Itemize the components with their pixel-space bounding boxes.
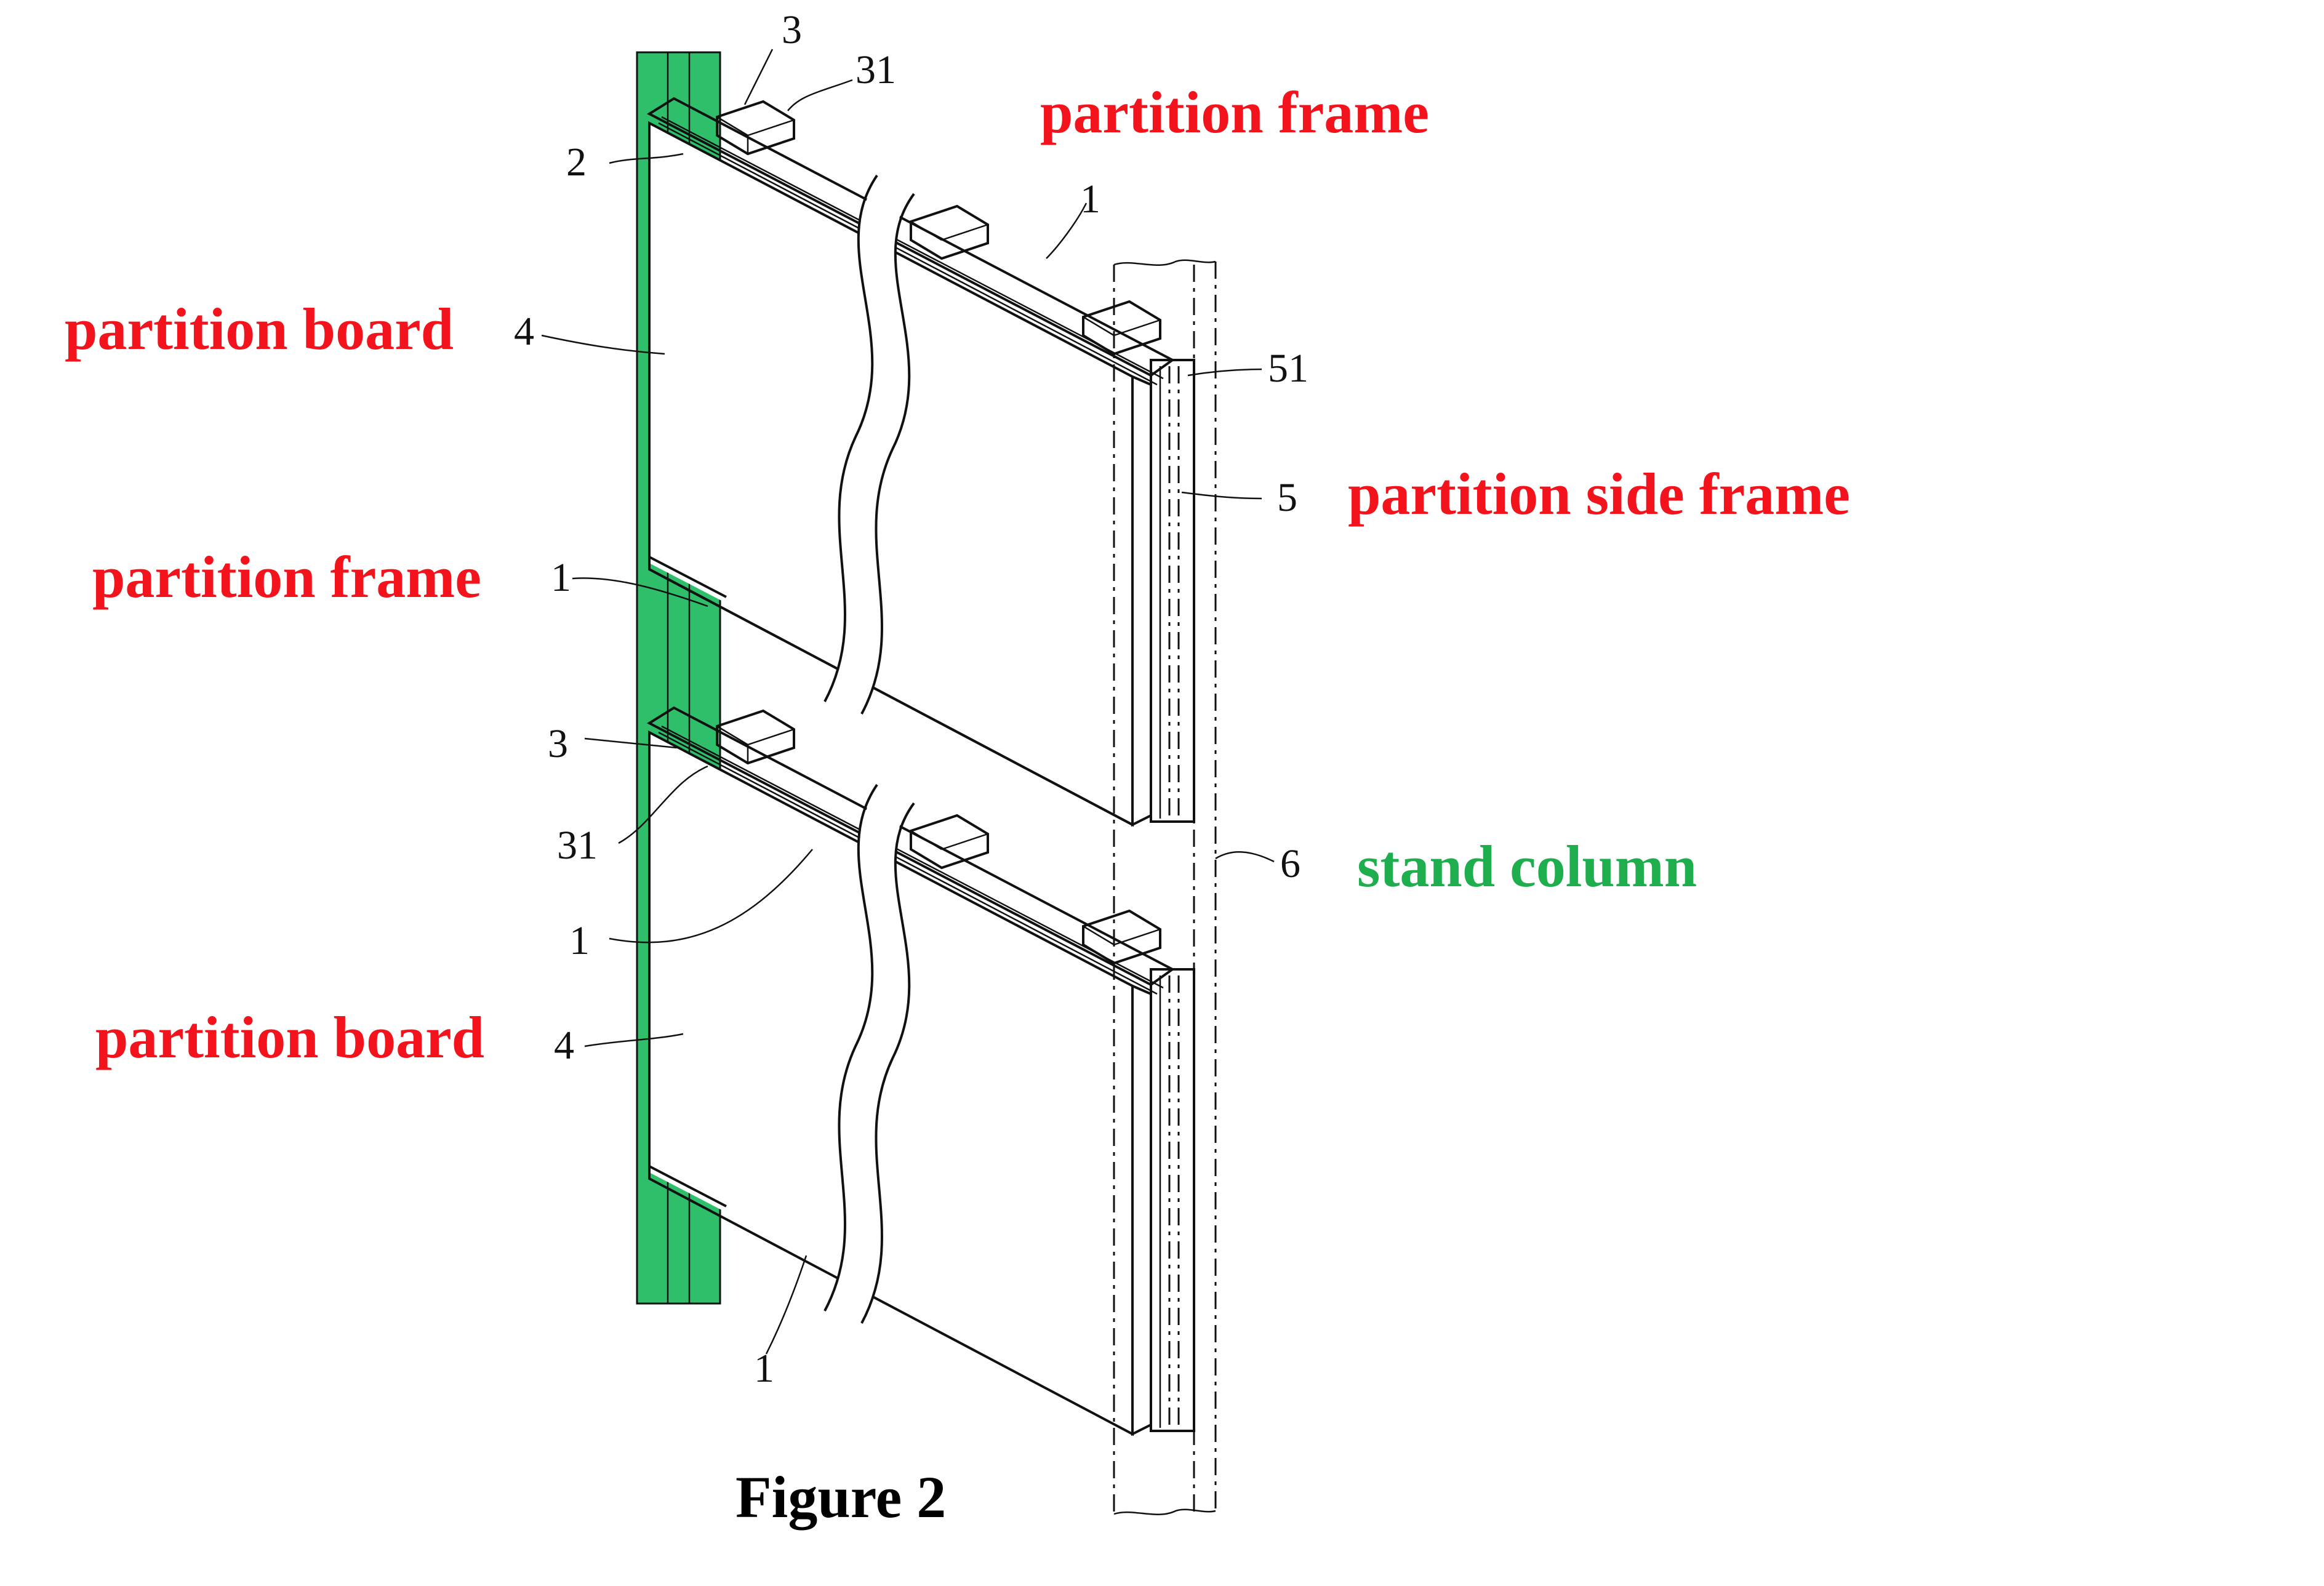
figure-title: Figure 2 <box>735 1464 947 1530</box>
numeral-3-lower: 3 <box>548 721 568 766</box>
numeral-1-lower: 1 <box>569 918 590 963</box>
label-partition-frame-top: partition frame <box>1040 79 1429 145</box>
right-stand-column <box>1113 259 1217 1516</box>
numeral-4-lower: 4 <box>554 1023 574 1068</box>
numeral-3-top: 3 <box>782 7 802 52</box>
partition-side-frame <box>1150 359 1195 1432</box>
numeral-4-upper: 4 <box>514 309 534 354</box>
reference-numerals: 3 31 2 1 4 51 5 1 3 31 1 6 4 1 <box>514 7 1308 1391</box>
label-partition-frame-middle: partition frame <box>92 544 481 610</box>
label-partition-side-frame: partition side frame <box>1348 461 1850 527</box>
left-stand-column <box>636 51 726 1305</box>
label-stand-column: stand column <box>1357 833 1697 899</box>
numeral-5: 5 <box>1277 475 1297 520</box>
numeral-1-bottom: 1 <box>754 1346 774 1391</box>
numeral-1-mid: 1 <box>551 555 571 600</box>
numeral-1-top: 1 <box>1080 177 1100 222</box>
numeral-51: 51 <box>1268 346 1308 391</box>
leader-lines <box>541 49 1275 1355</box>
label-partition-board-lower: partition board <box>95 1004 485 1070</box>
numeral-31-lower: 31 <box>557 823 598 868</box>
lower-partition-board <box>646 706 1175 1436</box>
numeral-6: 6 <box>1280 841 1300 886</box>
numeral-2: 2 <box>566 140 587 185</box>
label-partition-board-upper: partition board <box>65 296 454 362</box>
numeral-31-top: 31 <box>855 47 896 92</box>
